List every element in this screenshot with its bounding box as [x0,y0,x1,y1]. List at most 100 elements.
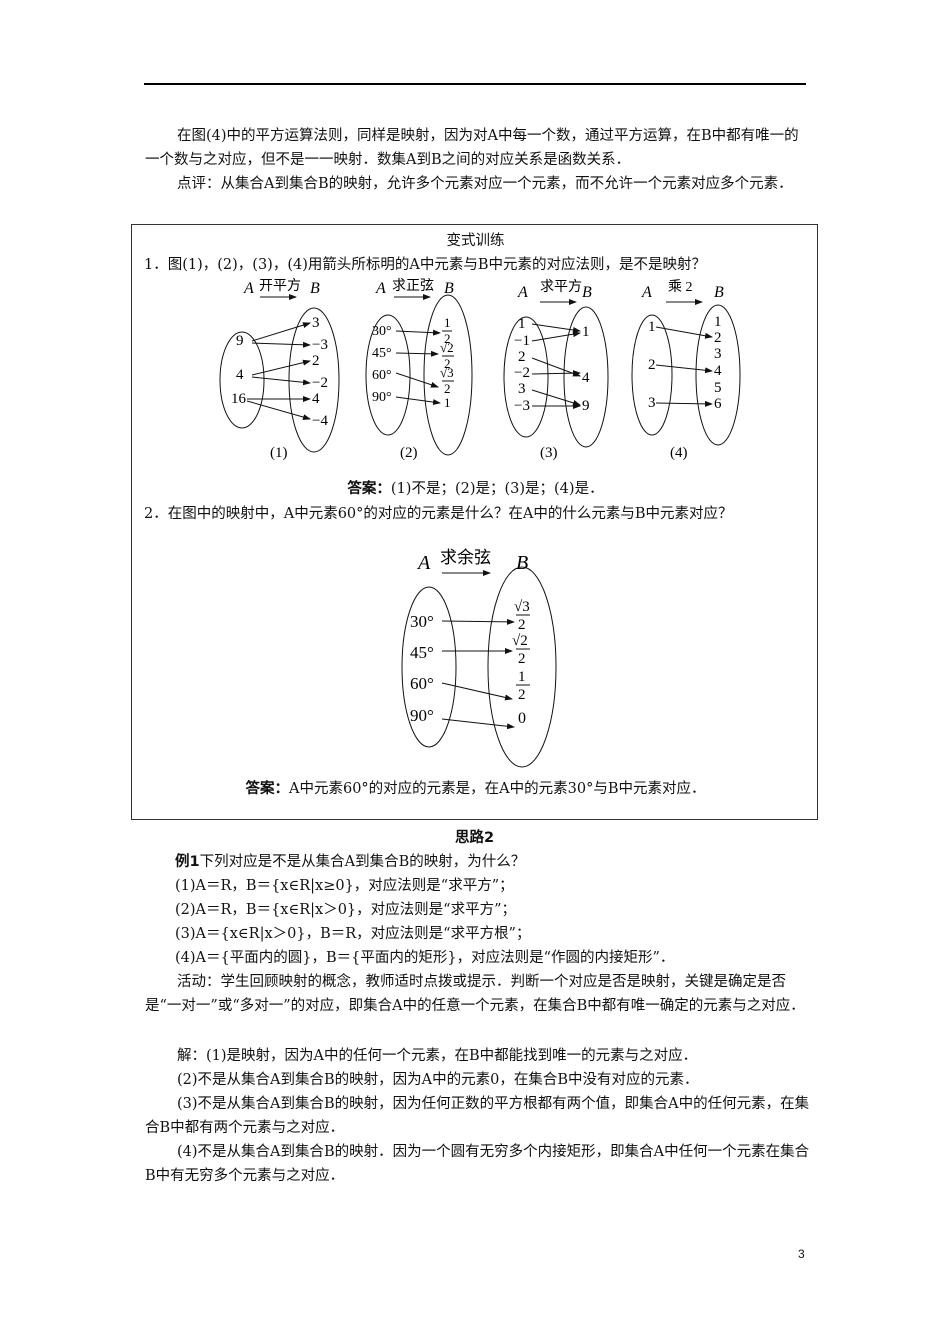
svg-text:4: 4 [236,367,244,383]
svg-text:(4): (4) [670,445,688,461]
svg-text:2: 2 [444,381,451,396]
exercise-title: 变式训练 [446,233,505,249]
header-rule [144,83,806,85]
svg-text:A: A [375,280,386,297]
svg-text:90°: 90° [372,390,392,405]
svg-text:(1): (1) [270,445,288,461]
svg-text:A: A [416,552,431,574]
svg-text:0: 0 [518,710,526,727]
svg-text:1: 1 [714,314,722,330]
svg-text:B: B [516,552,528,574]
svg-text:3: 3 [312,315,320,331]
svg-text:60°: 60° [410,674,434,693]
svg-text:16: 16 [231,391,247,407]
svg-text:−4: −4 [312,413,328,429]
svg-text:3: 3 [648,395,656,411]
svg-text:求正弦: 求正弦 [392,278,434,294]
svg-text:2: 2 [518,349,526,365]
svg-text:1: 1 [444,315,451,330]
svg-text:2: 2 [518,687,526,703]
svg-text:乘 2: 乘 2 [668,279,693,295]
svg-text:30°: 30° [410,612,434,631]
page-number: 3 [798,1247,805,1261]
svg-text:6: 6 [714,396,722,412]
activity-paragraph: 活动：学生回顾映射的概念，教师适时点拨或提示．判断一个对应是否是映射，关键是确定… [145,974,805,1014]
svg-text:2: 2 [518,651,526,667]
section-heading: 思路2 [454,830,495,846]
svg-text:5: 5 [714,380,722,396]
svg-text:A: A [517,284,528,301]
example-label: 例1 [175,854,200,870]
svg-text:求余弦: 求余弦 [440,548,491,567]
example-1: 例1下列对应是不是从集合A到集合B的映射，为什么？ [175,850,815,874]
svg-text:A: A [641,284,652,301]
answer-1-text: (1)不是；(2)是；(3)是；(4)是． [390,481,604,497]
svg-text:1: 1 [582,324,590,340]
intro-comment: 点评：从集合A到集合B的映射，允许多个元素对应一个元素，而不允许一个元素对应多个… [177,176,793,192]
example-item-1: (1)A＝R，B＝{x∈R|x≥0}，对应法则是“求平方”； [175,878,514,894]
svg-text:2: 2 [714,330,722,346]
svg-text:60°: 60° [372,368,392,383]
answer-1-label: 答案： [347,481,391,497]
svg-text:B: B [714,284,724,301]
svg-text:45°: 45° [410,643,434,662]
svg-text:2: 2 [518,617,526,633]
svg-text:−2: −2 [514,365,530,381]
svg-text:开平方: 开平方 [259,278,301,294]
svg-text:2: 2 [444,356,451,371]
svg-text:45°: 45° [372,346,392,361]
answer-2: 答案：A中元素60°的对应的元素是，在A中的元素30°与B中元素对应． [132,777,819,798]
example-item-3: (3)A＝{x∈R|x＞0}，B＝R，对应法则是“求平方根”； [175,926,531,942]
svg-text:9: 9 [236,333,244,349]
svg-text:√2: √2 [440,340,454,355]
exercise-box: 变式训练 1．图(1)，(2)，(3)，(4)用箭头所标明的A中元素与B中元素的… [131,224,818,820]
svg-text:√2: √2 [512,633,528,649]
answer-2-text: A中元素60°的对应的元素是，在A中的元素30°与B中元素对应． [289,781,706,797]
solution-4: (4)不是从集合A到集合B的映射．因为一个圆有无穷多个内接矩形，即集合A中任何一… [145,1144,810,1184]
svg-text:(3): (3) [540,445,558,461]
mapping-figure-2: A 求正弦 B 30° 45° 60° 90° 12 √22 √32 1 (2) [365,278,473,461]
svg-text:−3: −3 [514,398,530,414]
svg-text:−2: −2 [312,375,328,391]
svg-text:4: 4 [714,363,722,379]
svg-text:求平方: 求平方 [540,279,582,295]
solution-1: 解：(1)是映射，因为A中的任何一个元素，在B中都能找到唯一的元素与之对应． [177,1048,698,1064]
svg-text:1: 1 [444,395,451,410]
svg-text:2: 2 [444,331,451,346]
svg-text:−1: −1 [514,333,530,349]
solution-2: (2)不是从集合A到集合B的映射，因为A中的元素0，在集合B中没有对应的元素． [177,1072,699,1088]
svg-text:3: 3 [714,346,722,362]
svg-text:2: 2 [648,357,656,373]
svg-text:(2): (2) [400,445,418,461]
svg-text:30°: 30° [372,324,392,339]
svg-text:B: B [444,280,454,297]
svg-text:B: B [582,284,592,301]
svg-text:90°: 90° [410,706,434,725]
example-item-4: (4)A＝{平面内的圆}，B＝{平面内的矩形}，对应法则是“作圆的内接矩形”． [175,950,675,966]
mapping-figure-3: A 求平方 B 1 −1 2 −2 3 −3 1 4 9 (3) [503,279,609,461]
solution-3: (3)不是从集合A到集合B的映射，因为任何正数的平方根都有两个值，即集合A中的任… [145,1096,810,1136]
svg-text:A: A [243,280,254,297]
svg-text:4: 4 [312,391,320,407]
question-2: 2．在图中的映射中，A中元素60°的对应的元素是什么？在A中的什么元素与B中元素… [144,506,733,522]
answer-1: 答案：(1)不是；(2)是；(3)是；(4)是． [132,477,819,498]
svg-text:2: 2 [312,353,320,369]
answer-2-label: 答案： [245,781,290,797]
svg-text:B: B [310,280,320,297]
mapping-figure-4: A 乘 2 B 1 2 3 1 2 3 4 5 6 (4) [631,279,741,461]
intro-paragraph-1: 在图(4)中的平方运算法则，同样是映射，因为对A中每一个数，通过平方运算，在B中… [145,128,799,168]
svg-text:1: 1 [648,319,656,335]
svg-text:4: 4 [582,370,590,386]
svg-text:1: 1 [518,669,526,685]
example-text: 下列对应是不是从集合A到集合B的映射，为什么？ [199,854,526,870]
svg-text:−3: −3 [312,337,328,353]
svg-text:1: 1 [518,316,526,332]
svg-text:9: 9 [582,398,590,414]
svg-text:√3: √3 [440,365,454,380]
question-1: 1．图(1)，(2)，(3)，(4)用箭头所标明的A中元素与B中元素的对应法则，… [144,257,707,273]
svg-text:√3: √3 [514,599,530,615]
svg-text:3: 3 [518,381,526,397]
mapping-figure-cosine: A 求余弦 B 30° 45° 60° 90° √32 √22 12 0 [401,548,557,768]
mapping-figure-1: A 开平方 B 9 4 16 3 −3 2 −2 4 −4 (1) [219,278,340,461]
example-item-2: (2)A＝R，B＝{x∈R|x＞0}，对应法则是“求平方”； [175,902,516,918]
